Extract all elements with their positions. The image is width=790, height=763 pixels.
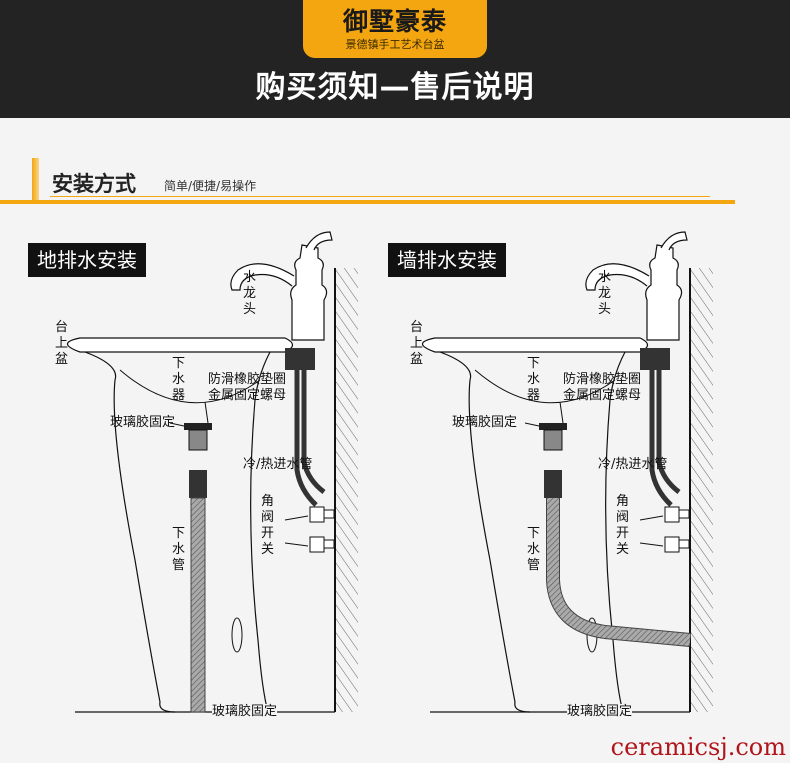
label-faucet: 水龙头 — [243, 270, 257, 317]
label-valve: 角阀开关 — [261, 494, 275, 557]
label-glue-top: 玻璃胶固定 — [110, 415, 176, 430]
label-nut: 金属固定螺母 — [208, 388, 287, 403]
label-basin: 台上盆 — [55, 320, 69, 367]
label-gasket: 防滑橡胶垫圈 — [563, 372, 642, 387]
section-underline — [0, 200, 735, 204]
label-faucet: 水龙头 — [598, 270, 612, 317]
header: 御墅豪泰 景德镇手工艺术台盆 购买须知—售后说明 — [0, 0, 790, 118]
wall-drain-pipe — [547, 498, 691, 646]
label-glue-top: 玻璃胶固定 — [452, 415, 518, 430]
label-pipe: 下水管 — [172, 526, 186, 573]
label-inlet: 冷/热进水管 — [598, 457, 668, 472]
section-accent — [32, 158, 39, 202]
floor-drain-pipe — [190, 497, 206, 713]
label-drain: 下水器 — [527, 356, 541, 403]
label-pipe: 下水管 — [527, 526, 541, 573]
panel-title-floor: 地排水安装 — [28, 243, 146, 277]
page-title: 购买须知—售后说明 — [255, 70, 535, 105]
label-valve: 角阀开关 — [616, 494, 630, 557]
brand-badge: 御墅豪泰 景德镇手工艺术台盆 — [303, 0, 487, 58]
left-basin-diagram — [68, 232, 359, 712]
section-title: 安装方式 — [52, 172, 136, 196]
label-nut: 金属固定螺母 — [563, 388, 642, 403]
right-diagram — [423, 232, 714, 712]
watermark: ceramicsj.com — [610, 733, 786, 761]
brand-subtitle: 景德镇手工艺术台盆 — [345, 38, 445, 51]
panel-title-wall: 墙排水安装 — [388, 243, 506, 277]
label-drain: 下水器 — [172, 356, 186, 403]
label-basin: 台上盆 — [410, 320, 424, 367]
label-gasket: 防滑橡胶垫圈 — [208, 372, 287, 387]
brand-name: 御墅豪泰 — [342, 7, 447, 36]
label-glue-bottom: 玻璃胶固定 — [567, 704, 633, 720]
label-glue-bottom: 玻璃胶固定 — [212, 704, 278, 720]
section-divider — [50, 196, 710, 197]
section-subtitle: 简单/便捷/易操作 — [164, 179, 257, 193]
label-inlet: 冷/热进水管 — [243, 457, 313, 472]
